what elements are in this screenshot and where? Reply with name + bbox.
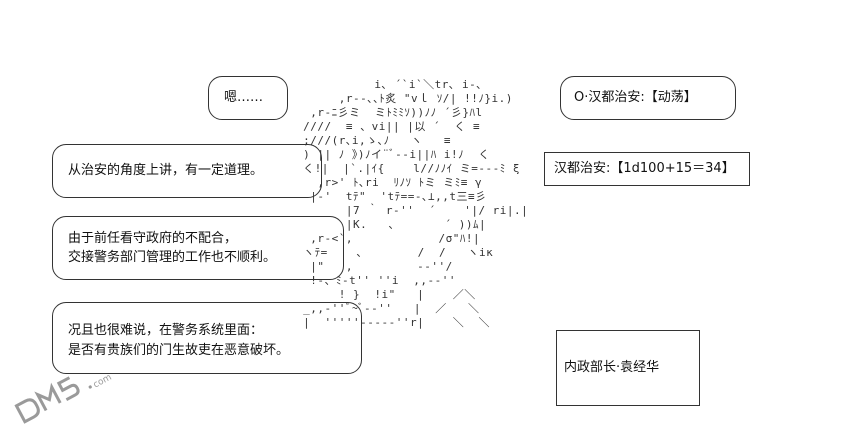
watermark-logo: com [14, 373, 114, 424]
bubble-text-line-1: 况且也很难说，在警务系统里面： [68, 323, 264, 338]
speech-bubble-3: 况且也很难说，在警务系统里面： 是否有贵族们的门生故吏在恶意破坏。 [52, 302, 362, 374]
bubble-border [52, 302, 362, 374]
speech-bubble-1: 从治安的角度上讲，有一定道理。 [52, 144, 322, 198]
bubble-text: O·汉都治安:【动荡】 [574, 90, 697, 105]
box-border [544, 152, 750, 186]
bubble-text-line-2: 是否有贵族们的门生故吏在恶意破坏。 [68, 343, 290, 358]
speech-bubble-hmm: 嗯…… [208, 76, 288, 120]
bubble-text-line-1: 由于前任看守政府的不配合， [68, 231, 238, 246]
ascii-art-figure: i､ ´`i`＼tr､ i-､ ,r-‐､､ﾄ炙 "vｌ ｿ/| !!ﾉ}i.)… [303, 78, 529, 329]
bubble-text: 从治安的角度上讲，有一定道理。 [68, 163, 264, 178]
bubble-border [52, 216, 344, 280]
bubble-text-line-2: 交接警务部门管理的工作也不顺利。 [68, 250, 277, 265]
status-bubble-security: O·汉都治安:【动荡】 [560, 76, 736, 120]
speaker-name-box: 内政部长·袁经华 [556, 330, 700, 406]
dice-roll-box: 汉都治安:【1d100+15＝34】 [544, 152, 750, 186]
bubble-text: 嗯…… [224, 90, 264, 105]
bubble-border [52, 144, 322, 198]
bubble-border [208, 76, 288, 120]
svg-text:com: com [92, 373, 114, 391]
speech-bubble-2: 由于前任看守政府的不配合， 交接警务部门管理的工作也不顺利。 [52, 216, 344, 280]
box-text: 汉都治安:【1d100+15＝34】 [554, 161, 735, 176]
speaker-name: 内政部长·袁经华 [564, 360, 660, 375]
box-border [556, 330, 700, 406]
bubble-border [560, 76, 736, 120]
